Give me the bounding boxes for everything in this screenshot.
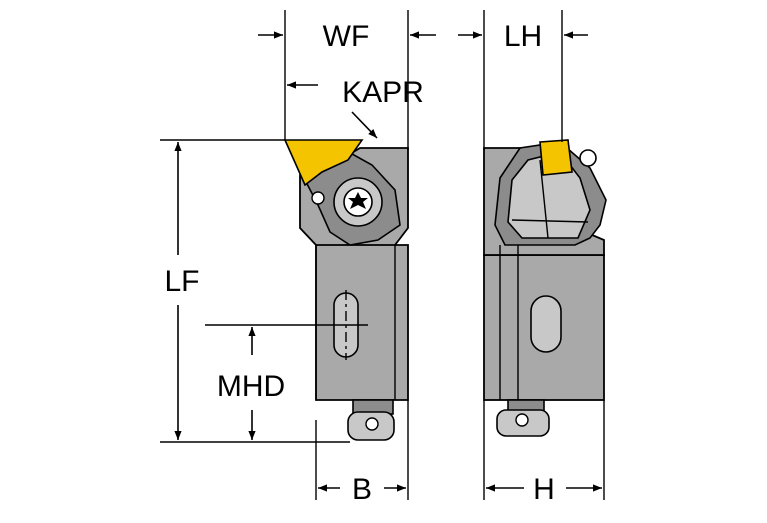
torx-icon [348,192,368,209]
mhd-label: MHD [217,370,285,403]
pin-hole [311,191,325,205]
front-shank [315,227,409,401]
dimensions: WF LH KAPR LF MHD B H [160,10,605,506]
side-slot [530,295,562,353]
lh-label: LH [504,20,542,53]
h-label: H [533,473,555,506]
b-label: B [352,473,372,506]
lf-label: LF [164,265,199,298]
front-insert [283,139,364,187]
front-view [205,139,409,441]
kapr-angle-arrow [351,111,378,139]
side-pin [579,149,597,167]
kapr-label: KAPR [342,76,424,109]
side-insert [539,139,573,176]
side-view [483,139,607,437]
wf-label: WF [323,20,370,53]
